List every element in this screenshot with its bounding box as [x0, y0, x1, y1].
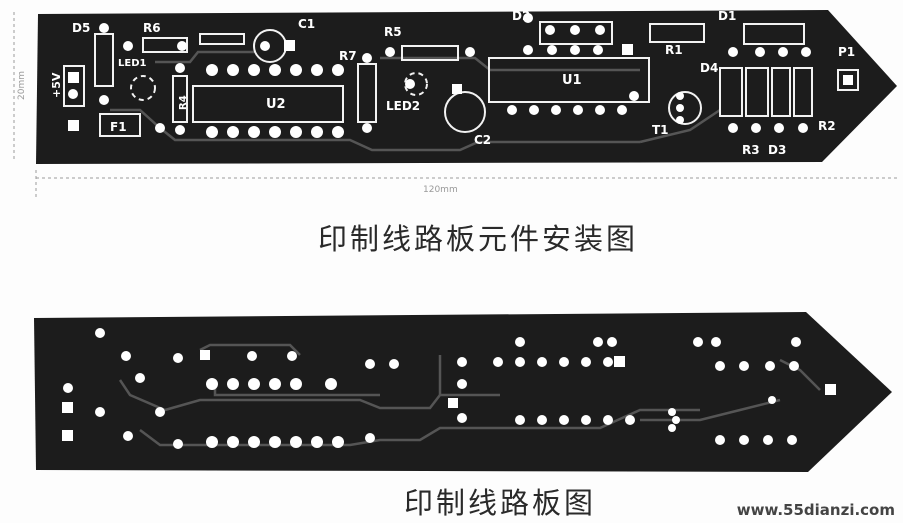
r1-body: [649, 23, 705, 43]
copper-board-outline: [34, 312, 892, 472]
label-t1: T1: [652, 123, 669, 137]
dim-width-label: 120mm: [423, 185, 458, 195]
label-r2: R2: [818, 119, 836, 133]
led1-ring: [130, 75, 156, 101]
r6-body: [142, 37, 188, 53]
label-f1: F1: [110, 120, 127, 134]
label-power: +5V: [50, 72, 63, 98]
label-r3: R3: [742, 143, 760, 157]
label-u1: U1: [562, 73, 582, 88]
label-d4: D4: [700, 61, 718, 75]
d5-body: [94, 33, 114, 87]
u1-body: [488, 57, 650, 103]
d4-body: [719, 67, 743, 117]
copper-pads: [62, 328, 836, 449]
assembly-pads: [68, 13, 853, 138]
r3-body: [771, 67, 791, 117]
power-pad-box: [63, 65, 85, 107]
board-caption: 印制线路板图: [404, 486, 597, 520]
d3-body: [745, 67, 769, 117]
c2-ring: [444, 91, 486, 133]
d1-body: [743, 23, 805, 45]
r4-body: [172, 75, 188, 123]
assembly-board: D5 R6 LED1 R4 F1 +5V U2 C1 R7 R5 LED2 C2…: [36, 9, 897, 164]
p1-body: [837, 69, 859, 91]
f1-body: [99, 113, 141, 137]
assembly-caption: 印制线路板元件安装图: [318, 222, 639, 256]
assembly-board-outline: [36, 10, 897, 164]
label-c2: C2: [474, 133, 491, 147]
led2-ring: [404, 72, 428, 96]
assembly-silkscreen: [63, 21, 859, 137]
label-c1: C1: [298, 17, 315, 31]
assembly-traces: [110, 50, 721, 152]
label-r6: R6: [143, 21, 161, 35]
label-led2: LED2: [386, 99, 420, 113]
t1-ring: [668, 91, 702, 125]
label-d3: D3: [768, 143, 786, 157]
r2-body: [793, 67, 813, 117]
label-d2: D2: [512, 9, 530, 23]
dim-height-label: 20mm: [17, 71, 27, 100]
r5-body: [401, 45, 459, 61]
r7-body: [357, 63, 377, 123]
dimension-guides: [13, 12, 900, 200]
label-led1: LED1: [118, 58, 147, 69]
copper-board: [34, 312, 892, 472]
label-u2: U2: [266, 97, 286, 112]
d2-body: [539, 21, 613, 45]
label-r7: R7: [339, 49, 357, 63]
label-d1: D1: [718, 9, 736, 23]
c1-body: [199, 33, 245, 45]
u2-body: [192, 85, 344, 123]
watermark: www.55dianzi.com: [736, 501, 895, 519]
label-d5: D5: [72, 21, 90, 35]
label-p1: P1: [838, 45, 855, 59]
label-r1: R1: [665, 43, 683, 57]
label-r5: R5: [384, 25, 402, 39]
label-r4: R4: [178, 95, 189, 110]
